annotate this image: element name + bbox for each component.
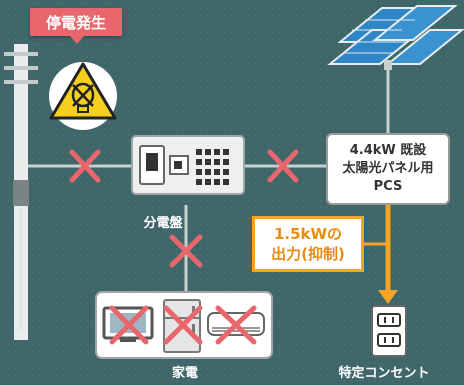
special-outlet-label: 特定コンセント: [338, 366, 430, 381]
appliances-label: 家電: [171, 366, 198, 381]
blackout-bulb-icon: [49, 62, 117, 130]
solar-panel-icon: [327, 5, 464, 70]
output-flow-arrow: [364, 205, 398, 304]
pcs-line-2: 太陽光パネル用: [342, 161, 434, 176]
blackout-badge: 停電発生: [30, 8, 122, 44]
output-line-2: 出力(抑制): [271, 245, 345, 263]
distribution-board-label: 分電盤: [143, 216, 183, 231]
cross-icon: [163, 305, 203, 345]
pcs-box: 4.4kW 既設 太陽光パネル用 PCS: [326, 133, 450, 205]
cross-icon: [69, 149, 101, 183]
cross-icon: [169, 234, 203, 268]
utility-pole-icon: [4, 44, 38, 340]
pcs-line-3: PCS: [373, 179, 403, 194]
cross-icon: [267, 149, 299, 183]
distribution-board-icon: [131, 135, 245, 195]
output-callout: 1.5kWの 出力(抑制): [252, 216, 364, 272]
pcs-line-1: 4.4kW 既設: [349, 143, 427, 158]
blackout-badge-text: 停電発生: [45, 13, 106, 32]
output-line-1: 1.5kWの: [273, 225, 343, 243]
special-outlet-icon: [371, 305, 407, 357]
cross-icon: [215, 305, 257, 345]
cross-icon: [109, 305, 149, 345]
